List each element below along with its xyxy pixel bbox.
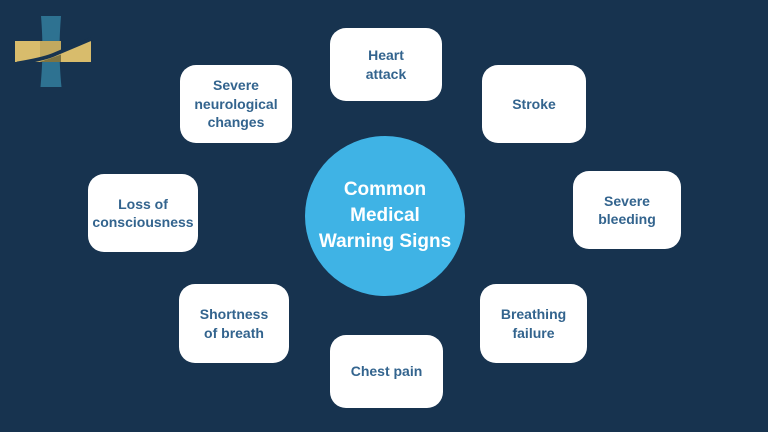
node-loss-of-consciousness: Loss of consciousness <box>88 174 198 252</box>
node-stroke: Stroke <box>482 65 586 143</box>
node-label: Loss of consciousness <box>92 195 194 230</box>
node-severe-bleeding: Severe bleeding <box>573 171 681 249</box>
node-chest-pain: Chest pain <box>330 335 443 408</box>
logo-navy-swoosh <box>16 36 93 66</box>
diagram-center-title: Common Medical Warning Signs <box>318 178 452 253</box>
node-breathing-failure: Breathing failure <box>480 284 587 363</box>
node-shortness-of-breath: Shortness of breath <box>179 284 289 363</box>
node-label: Chest pain <box>350 363 423 380</box>
logo-horizontal-gold-ribbon-right <box>61 41 91 62</box>
node-label: Shortness of breath <box>199 306 269 341</box>
logo-overlap-upper <box>40 41 61 59</box>
node-heart-attack: Heart attack <box>330 28 442 101</box>
diagram-center-circle: Common Medical Warning Signs <box>305 136 465 296</box>
node-label: Severe bleeding <box>598 192 656 227</box>
node-label: Stroke <box>512 95 556 112</box>
node-label: Heart attack <box>365 47 407 82</box>
medical-cross-logo <box>15 16 93 87</box>
logo-overlap-lower <box>40 54 61 62</box>
node-label: Breathing failure <box>500 306 567 341</box>
node-label: Severe neurological changes <box>194 77 278 131</box>
node-severe-neurological-changes: Severe neurological changes <box>180 65 292 143</box>
